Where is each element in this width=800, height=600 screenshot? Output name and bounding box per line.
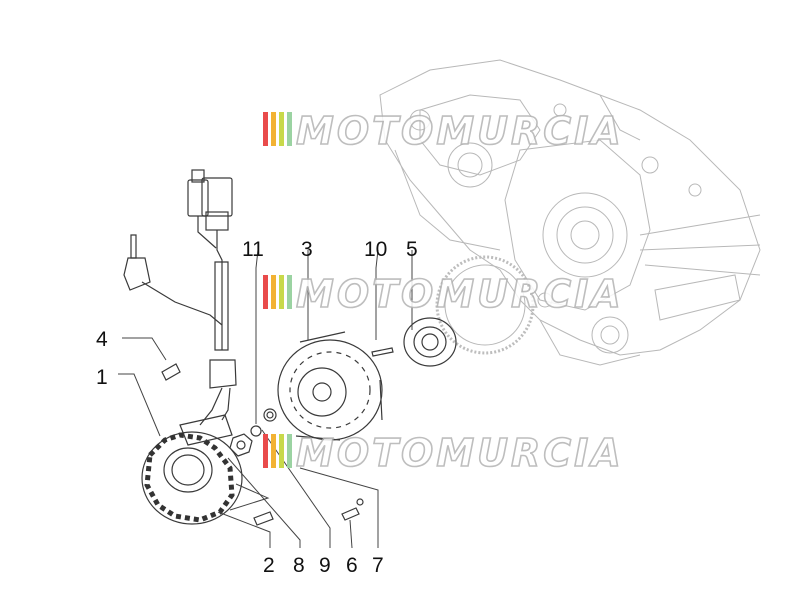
stripe-1 [263,275,268,309]
stripe-3 [279,275,284,309]
watermark-text: MOTOMURCIA [296,431,624,475]
hub-plate-drawing [403,317,457,367]
callout-labels: 1 2 3 4 5 6 7 8 9 10 11 [96,238,418,577]
callout-3: 3 [301,238,313,261]
leader-lines [118,249,413,549]
callout-4: 4 [96,328,108,351]
callout-5: 5 [406,238,418,261]
engine-crankcase-drawing [379,59,761,366]
stripe-1 [263,434,268,468]
stripe-2 [271,112,276,146]
watermark-stripes [263,275,292,309]
wiring-harness [123,169,237,426]
stripe-2 [271,275,276,309]
callout-8: 8 [293,554,305,577]
key-drawing [371,347,394,357]
stripe-4 [287,112,292,146]
nut-washer-drawing [229,408,277,457]
callout-10: 10 [364,238,387,261]
callout-11: 11 [242,238,264,261]
callout-9: 9 [319,554,331,577]
watermark-text: MOTOMURCIA [296,109,624,153]
screw-drawings [161,363,364,526]
watermark-top: MOTOMURCIA [263,108,624,154]
watermark-stripes [263,112,292,146]
watermark-stripes [263,434,292,468]
watermark-bottom: MOTOMURCIA [263,430,624,476]
stripe-4 [287,434,292,468]
callout-1: 1 [96,366,108,389]
flywheel-rotor-drawing [277,331,383,441]
stator-drawing [141,414,243,525]
callout-7: 7 [372,554,384,577]
callout-2: 2 [263,554,275,577]
watermark-text: MOTOMURCIA [296,272,624,316]
stripe-3 [279,112,284,146]
callout-6: 6 [346,554,358,577]
ring-gear-drawing [435,255,535,355]
watermark-middle: MOTOMURCIA [263,271,624,317]
stripe-1 [263,112,268,146]
stripe-4 [287,275,292,309]
stripe-3 [279,434,284,468]
stripe-2 [271,434,276,468]
